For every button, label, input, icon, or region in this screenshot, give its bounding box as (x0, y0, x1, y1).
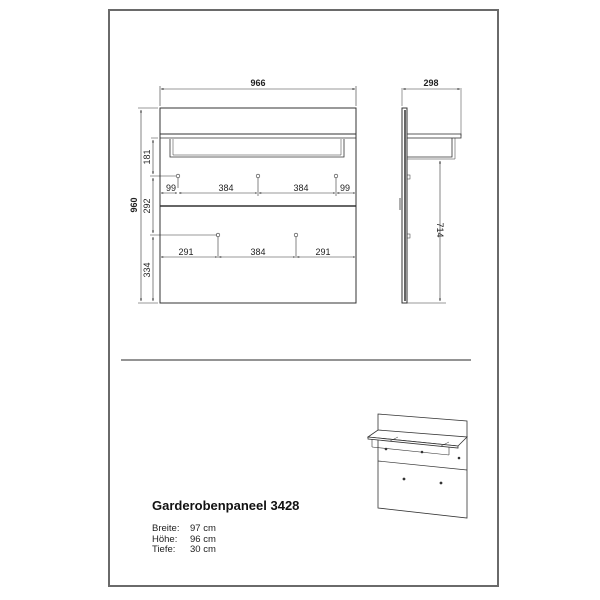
spec-label: Breite: (152, 523, 180, 534)
dim-lower-left-margin: 291 (178, 247, 193, 257)
dim-lower-spacing: 384 (250, 247, 265, 257)
dim-upper-spacing-1: 384 (218, 183, 233, 193)
dim-depth: 298 (423, 78, 438, 88)
spec-height: Höhe: 96 cm (152, 533, 240, 546)
spec-width: Breite: 97 cm (152, 523, 240, 535)
dim-overall-width: 966 (250, 78, 265, 88)
spec-label: Tiefe: (152, 544, 176, 555)
spec-depth: Tiefe: 30 cm (152, 544, 240, 556)
dim-rail-height: 714 (435, 222, 445, 237)
front-view (138, 86, 357, 304)
dim-upper-right-margin: 99 (340, 183, 350, 193)
product-title: Garderobenpaneel 3428 (152, 498, 300, 513)
spec-value: 97 cm (190, 523, 216, 534)
spec-label: Höhe: (152, 533, 178, 545)
product-specs: Breite: 97 cm Höhe: 96 cm Tiefe: 30 cm (152, 523, 240, 556)
spec-value: 30 cm (190, 544, 216, 555)
lower-hooks (215, 232, 299, 258)
dim-upper-spacing-2: 384 (293, 183, 308, 193)
side-view (399, 88, 462, 304)
isometric-view (366, 413, 468, 519)
dim-top-segment: 181 (142, 149, 152, 164)
drawing-frame (108, 9, 499, 587)
upper-hooks (175, 173, 339, 196)
dim-lower-right-margin: 291 (315, 247, 330, 257)
dim-middle-segment: 292 (142, 198, 152, 213)
dim-overall-height: 960 (129, 197, 139, 212)
dim-bottom-segment: 334 (142, 262, 152, 277)
dim-upper-left-margin: 99 (166, 183, 176, 193)
spec-value: 96 cm (190, 533, 216, 545)
